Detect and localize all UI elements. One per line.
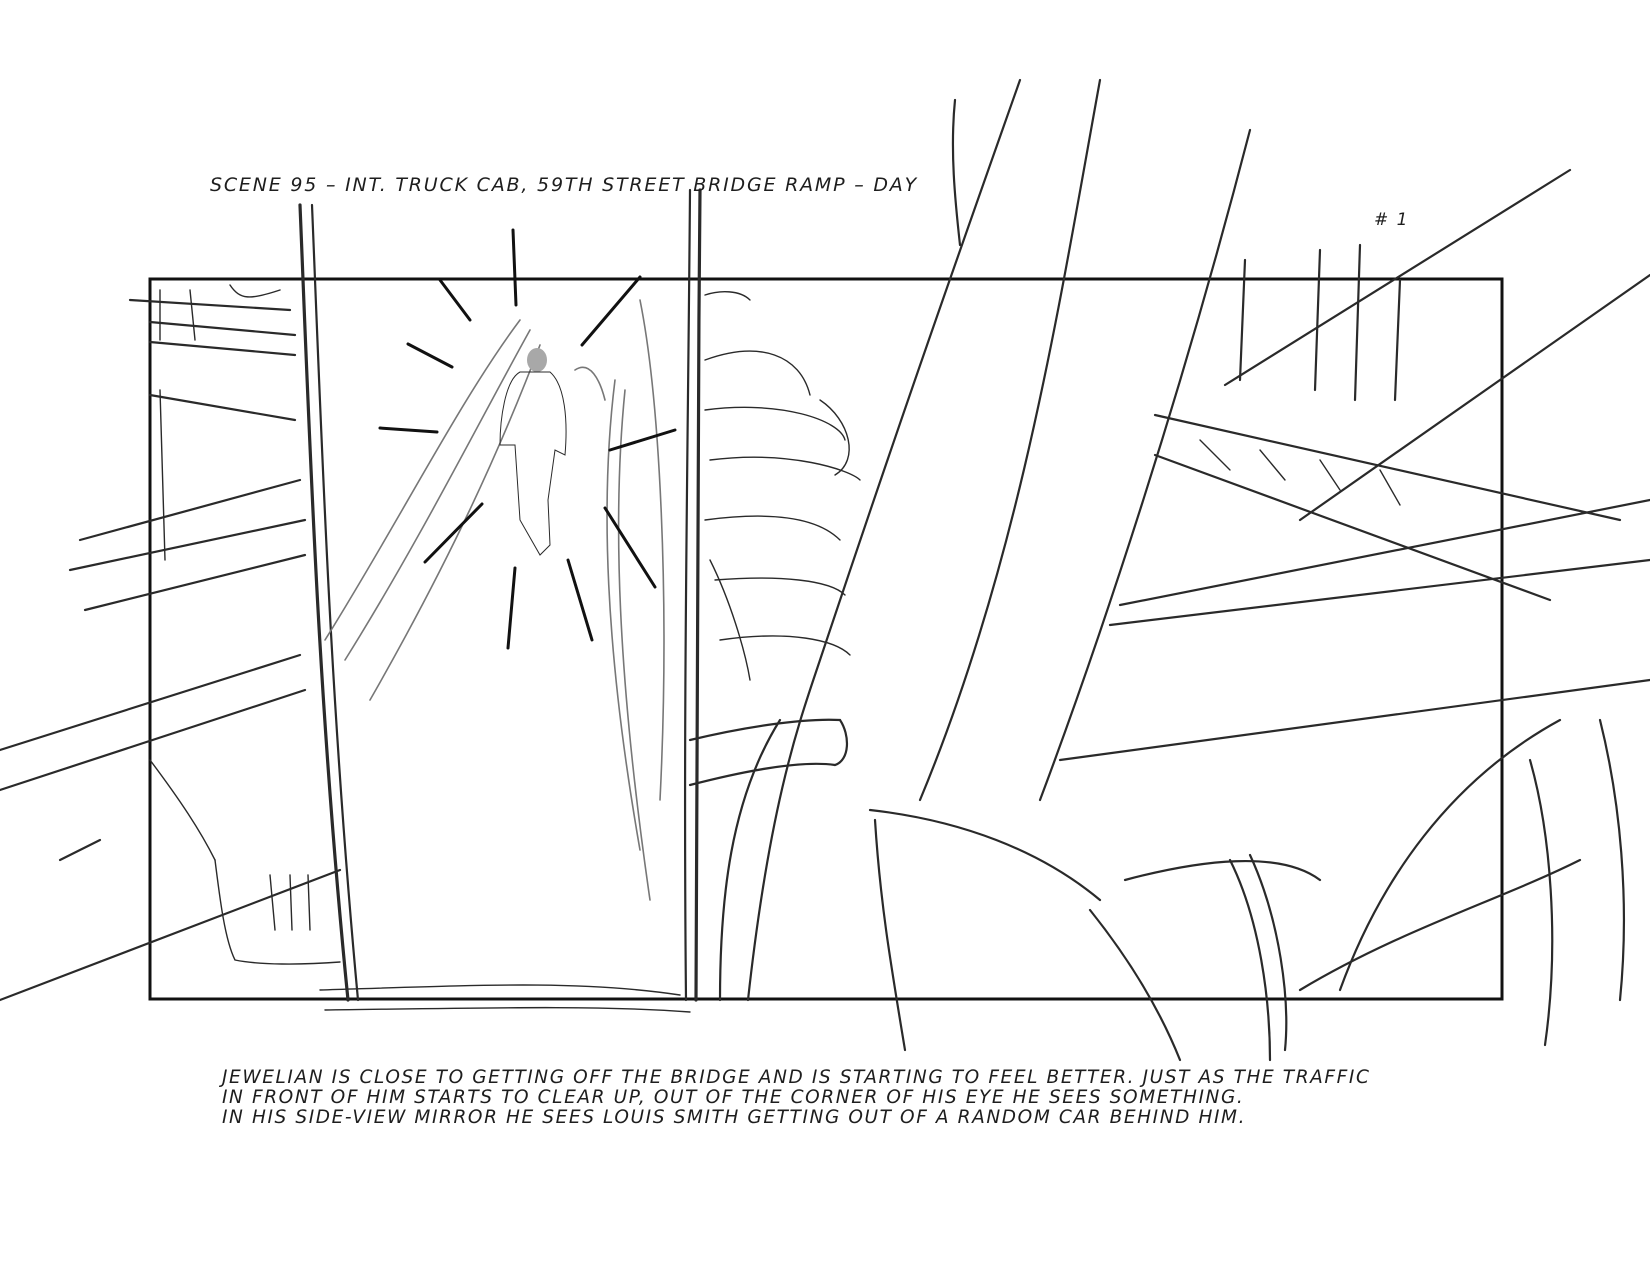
right-a-pillar	[718, 78, 1252, 1052]
action-caption: JEWELIAN IS CLOSE TO GETTING OFF THE BRI…	[222, 1068, 1370, 1128]
caption-line: IN FRONT OF HIM STARTS TO CLEAR UP, OUT …	[222, 1087, 1245, 1108]
left-background-lines	[0, 284, 342, 1002]
mirror-road-lines	[324, 299, 665, 901]
attention-burst	[378, 228, 677, 650]
scene-heading: SCENE 95 – INT. TRUCK CAB, 59TH STREET B…	[210, 174, 918, 196]
caption-line: JEWELIAN IS CLOSE TO GETTING OFF THE BRI…	[222, 1067, 1371, 1088]
truck-body-curves	[1088, 718, 1625, 1062]
panel-number: # 1	[1374, 210, 1409, 230]
mirror-cars	[704, 291, 861, 681]
left-window-pillar	[298, 188, 702, 1013]
panel-frame	[148, 277, 1504, 1001]
caption-line: IN HIS SIDE-VIEW MIRROR HE SEES LOUIS SM…	[222, 1107, 1247, 1128]
right-background-lines	[1058, 168, 1650, 762]
louis-smith-figure	[499, 348, 567, 556]
mirror-arm	[688, 718, 848, 787]
